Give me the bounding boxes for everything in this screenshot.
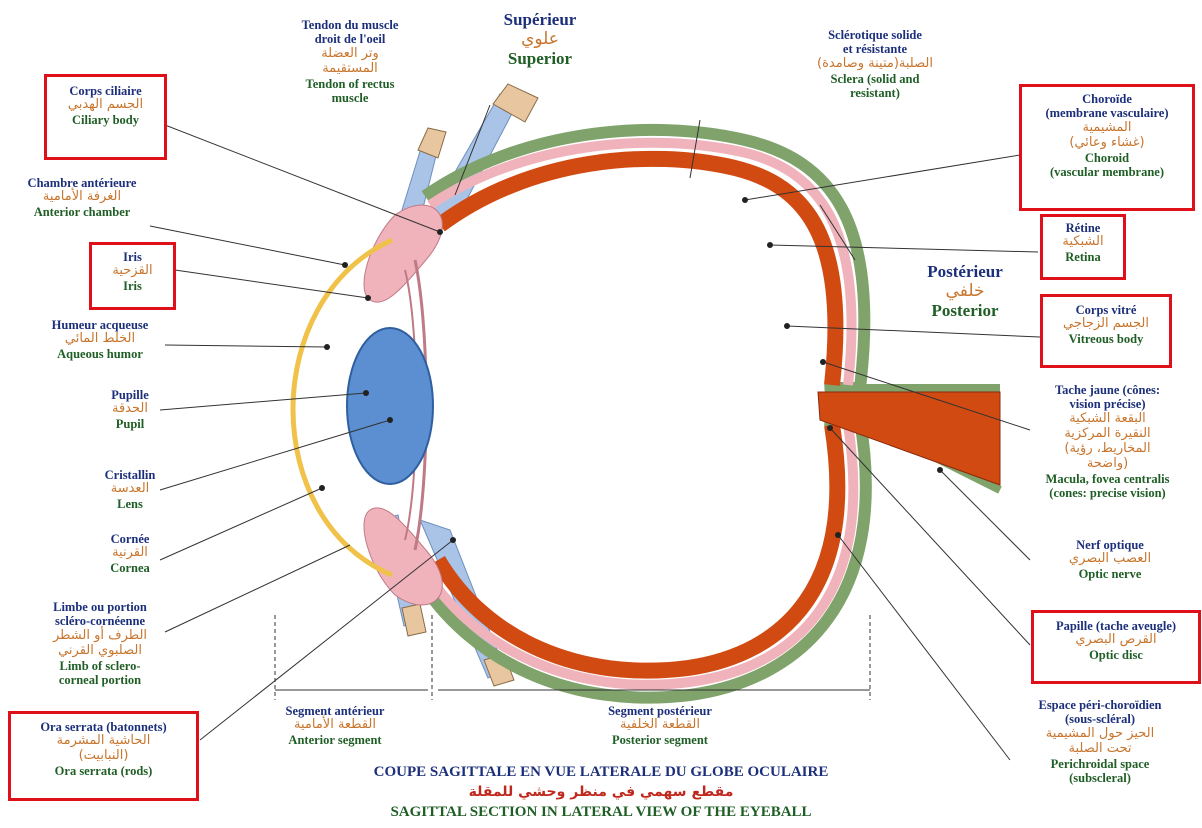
pupil-en: Pupil: [90, 417, 170, 431]
label-posterior-segment: Segment postérieur القطعة الخلفية Poster…: [580, 704, 740, 748]
vitreous-en: Vitreous body: [1040, 332, 1172, 346]
orientation-superior: Supérieur علوي Superior: [480, 10, 600, 69]
ciliary-fr: Corps ciliaire: [44, 84, 167, 98]
crystalline-lens: [347, 328, 433, 484]
label-vitreous-body: Corps vitré الجسم الزجاجي Vitreous body: [1040, 303, 1172, 347]
label-cornea: Cornée القرنية Cornea: [90, 532, 170, 576]
label-limbus: Limbe ou portion scléro-cornéenne الطرف …: [20, 600, 180, 687]
posterior-ar: خلفي: [900, 282, 1030, 302]
caption-english: SAGITTAL SECTION IN LATERAL VIEW OF THE …: [0, 804, 1202, 821]
optic-nerve-fr: Nerf optique: [1040, 538, 1180, 552]
optic-disc-ar: القرص البصري: [1031, 633, 1201, 648]
choroid-fr: Choroïde (membrane vasculaire): [1019, 92, 1195, 121]
optic-nerve-ar: العصب البصري: [1040, 552, 1180, 567]
label-anterior-segment: Segment antérieur القطعة الأمامية Anteri…: [255, 704, 415, 748]
caption-french: COUPE SAGITTALE EN VUE LATERALE DU GLOBE…: [0, 764, 1202, 781]
cornea-ar: القرنية: [90, 546, 170, 561]
optic-disc-fr: Papille (tache aveugle): [1031, 619, 1201, 633]
aqueous-fr: Humeur acqueuse: [30, 318, 170, 332]
label-ciliary-body: Corps ciliaire الجسم الهدبي Ciliary body: [44, 84, 167, 128]
perichoroidal-ar: الحيز حول المشيمية تحت الصلبة: [1010, 727, 1190, 757]
vitreous-ar: الجسم الزجاجي: [1040, 317, 1172, 332]
limbus-ar: الطرف أو الشطر الصلبوي القرني: [20, 629, 180, 659]
choroid-en: Choroid (vascular membrane): [1019, 151, 1195, 180]
label-iris: Iris القزحية Iris: [89, 250, 176, 294]
label-anterior-chamber: Chambre antérieure الغرفة الأمامية Anter…: [2, 176, 162, 220]
aqueous-en: Aqueous humor: [30, 347, 170, 361]
iris-en: Iris: [89, 279, 176, 293]
cornea-en: Cornea: [90, 561, 170, 575]
optic-nerve-en: Optic nerve: [1040, 567, 1180, 581]
sclera-ar: الصلبة(متينة وصامدة): [775, 57, 975, 72]
lens-fr: Cristallin: [90, 468, 170, 482]
posterior-segment-fr: Segment postérieur: [580, 704, 740, 718]
ora-serrata-ar: الحاشية المشرمة (النبابيت): [8, 734, 199, 764]
aqueous-ar: الخلط المائي: [30, 332, 170, 347]
posterior-segment-ar: القطعة الخلفية: [580, 718, 740, 733]
macula-ar: البقعة الشبكية النقيرة المركزية (المخاري…: [1015, 412, 1200, 472]
iris-ar: القزحية: [89, 264, 176, 279]
label-choroid: Choroïde (membrane vasculaire) المشيمية …: [1019, 92, 1195, 179]
limbus-fr: Limbe ou portion scléro-cornéenne: [20, 600, 180, 629]
ciliary-ar: الجسم الهدبي: [44, 98, 167, 113]
superior-en: Superior: [480, 49, 600, 69]
label-optic-disc: Papille (tache aveugle) القرص البصري Opt…: [1031, 619, 1201, 663]
superior-fr: Supérieur: [480, 10, 600, 30]
pupil-ar: الحدقة: [90, 402, 170, 417]
superior-ar: علوي: [480, 30, 600, 50]
label-lens: Cristallin العدسة Lens: [90, 468, 170, 512]
label-macula: Tache jaune (cônes: vision précise) البق…: [1015, 383, 1200, 500]
optic-disc-en: Optic disc: [1031, 648, 1201, 662]
pupil-fr: Pupille: [90, 388, 170, 402]
perichoroidal-fr: Espace péri-choroïdien (sous-scléral): [1010, 698, 1190, 727]
tendon-fr: Tendon du muscle droit de l'oeil: [270, 18, 430, 47]
retina-ar: الشبكية: [1040, 235, 1126, 250]
caption-arabic: مقطع سهمي في منظر وحشي للمقلة: [0, 784, 1202, 800]
label-optic-nerve: Nerf optique العصب البصري Optic nerve: [1040, 538, 1180, 582]
vitreous-fr: Corps vitré: [1040, 303, 1172, 317]
cornea-fr: Cornée: [90, 532, 170, 546]
retina-en: Retina: [1040, 250, 1126, 264]
tendon-ar: وتر العضلة المستقيمة: [270, 47, 430, 77]
limbus-en: Limb of sclero- corneal portion: [20, 659, 180, 688]
posterior-fr: Postérieur: [900, 262, 1030, 282]
macula-en: Macula, fovea centralis (cones: precise …: [1015, 472, 1200, 501]
ciliary-en: Ciliary body: [44, 113, 167, 127]
choroid-ar: المشيمية (غشاء وعائي): [1019, 121, 1195, 151]
sclera-en: Sclera (solid and resistant): [775, 72, 975, 101]
anterior-segment-en: Anterior segment: [255, 733, 415, 747]
anterior-chamber-en: Anterior chamber: [2, 205, 162, 219]
lens-ar: العدسة: [90, 482, 170, 497]
anterior-segment-ar: القطعة الأمامية: [255, 718, 415, 733]
retina-fr: Rétine: [1040, 221, 1126, 235]
vitreous-body: [435, 170, 825, 640]
label-sclera: Sclérotique solide et résistante الصلبة(…: [775, 28, 975, 100]
macula-fr: Tache jaune (cônes: vision précise): [1015, 383, 1200, 412]
posterior-en: Posterior: [900, 301, 1030, 321]
label-retina: Rétine الشبكية Retina: [1040, 221, 1126, 265]
sclera-fr: Sclérotique solide et résistante: [775, 28, 975, 57]
anterior-chamber-ar: الغرفة الأمامية: [2, 190, 162, 205]
orientation-posterior: Postérieur خلفي Posterior: [900, 262, 1030, 321]
iris-fr: Iris: [89, 250, 176, 264]
label-tendon: Tendon du muscle droit de l'oeil وتر الع…: [270, 18, 430, 105]
tendon-en: Tendon of rectus muscle: [270, 77, 430, 106]
ora-serrata-fr: Ora serrata (batonnets): [8, 720, 199, 734]
label-aqueous-humor: Humeur acqueuse الخلط المائي Aqueous hum…: [30, 318, 170, 362]
label-pupil: Pupille الحدقة Pupil: [90, 388, 170, 432]
posterior-segment-en: Posterior segment: [580, 733, 740, 747]
lens-en: Lens: [90, 497, 170, 511]
